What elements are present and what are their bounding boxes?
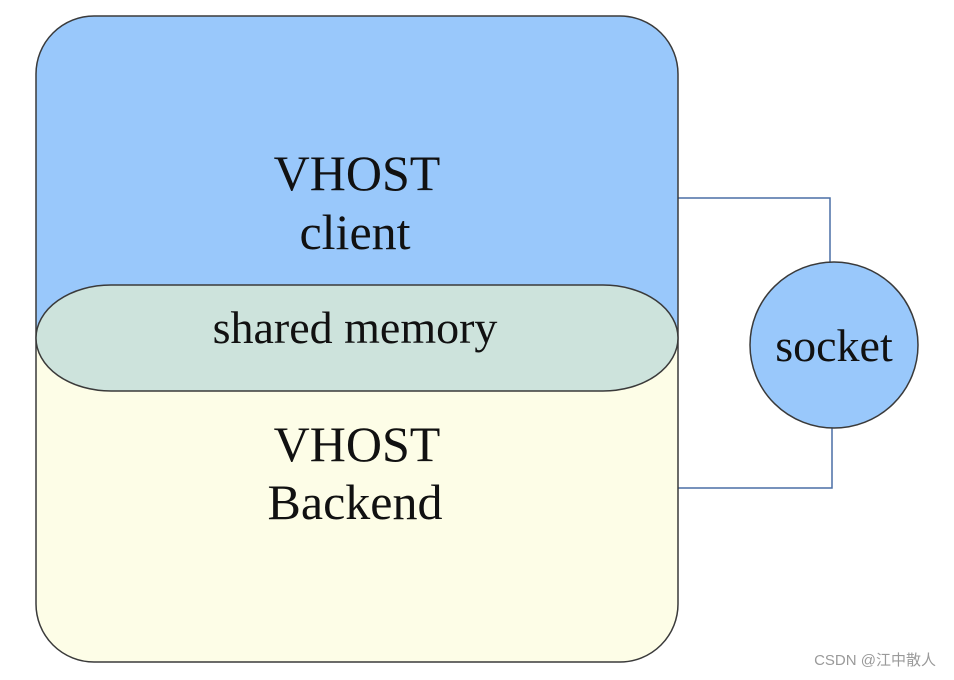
backend-socket-connector [678,428,833,489]
shared-memory-region [35,284,679,392]
socket-label: socket [775,320,893,371]
client-title: VHOST [274,145,441,201]
socket-node [749,261,919,429]
shared-memory-label: shared memory [213,302,498,353]
client-socket-connector [678,197,831,264]
backend-subtitle: Backend [268,474,443,530]
watermark: CSDN @江中散人 [814,652,936,669]
client-subtitle: client [299,204,410,260]
backend-title: VHOST [274,416,441,472]
